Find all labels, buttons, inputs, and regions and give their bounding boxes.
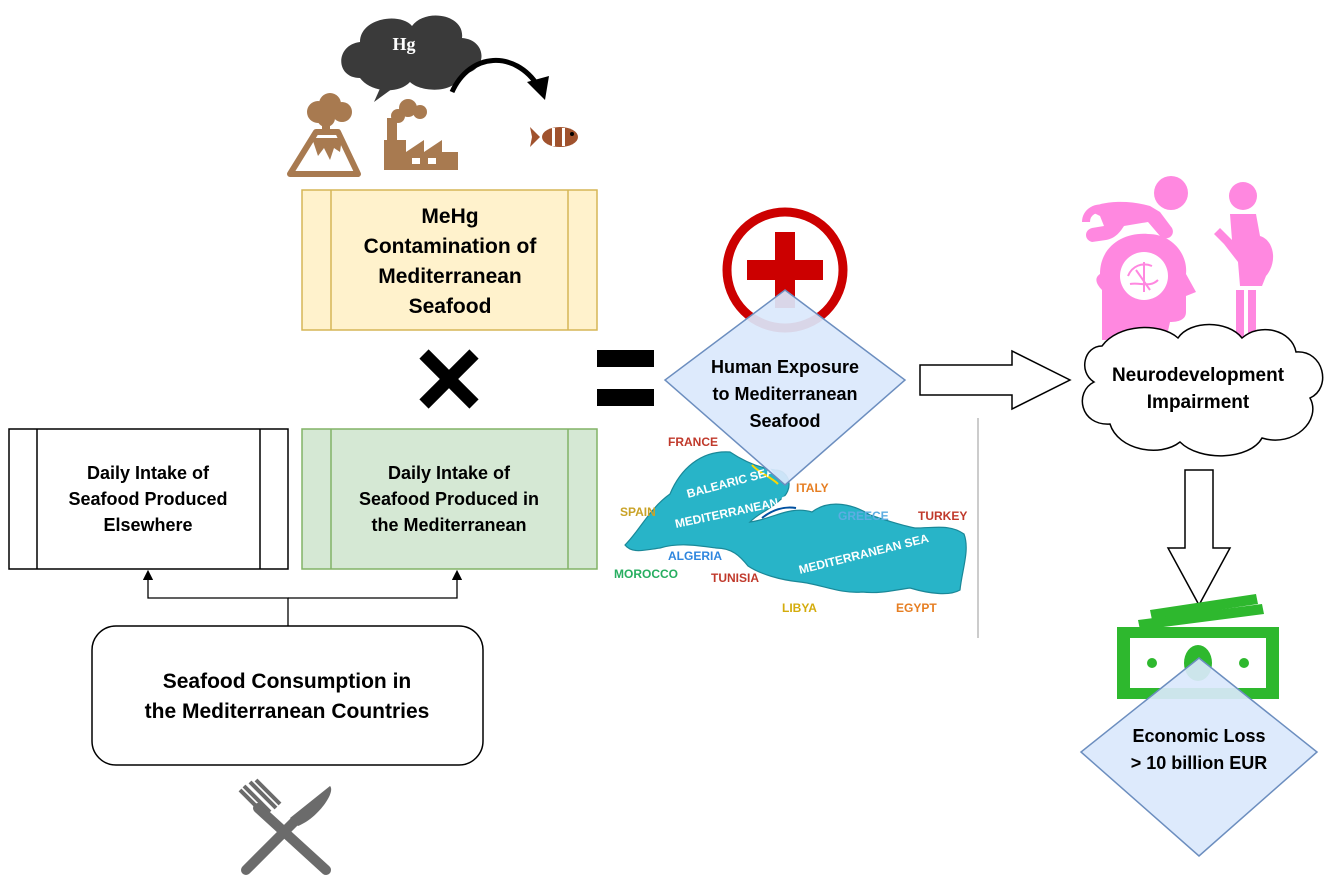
equals-icon	[597, 350, 654, 406]
daily-intake-elsewhere-box: Daily Intake of Seafood Produced Elsewhe…	[8, 428, 289, 570]
mehg-line-2: Contamination of	[364, 235, 538, 258]
multiply-icon	[419, 349, 479, 409]
mediterranean-map: BALEARIC SEA MEDITERRANEAN SEA MEDITERRA…	[614, 435, 967, 615]
country-spain: SPAIN	[620, 505, 656, 519]
neurodevelopment-cloud: Neurodevelopment Impairment	[1081, 323, 1324, 457]
med-line-2: Seafood Produced in	[359, 489, 539, 509]
mehg-line-3: Mediterranean	[378, 265, 522, 288]
neuro-line-2: Impairment	[1147, 392, 1250, 413]
country-libya: LIBYA	[782, 601, 817, 615]
consumption-line-1: Seafood Consumption in	[163, 670, 411, 693]
pregnant-woman-icon	[1214, 182, 1274, 338]
country-greece: GREECE	[838, 509, 889, 523]
med-line-1: Daily Intake of	[388, 463, 511, 483]
country-italy: ITALY	[796, 481, 829, 495]
elsewhere-line-1: Daily Intake of	[87, 463, 210, 483]
economic-line-1: Economic Loss	[1132, 726, 1265, 746]
med-line-3: the Mediterranean	[371, 515, 526, 535]
economic-loss-diamond: Economic Loss > 10 billion EUR	[1079, 657, 1319, 857]
neuro-to-economic-arrow	[1166, 469, 1232, 607]
daily-intake-mediterranean-box: Daily Intake of Seafood Produced in the …	[301, 428, 598, 570]
mehg-line-4: Seafood	[409, 295, 492, 318]
elsewhere-line-3: Elsewhere	[103, 515, 192, 535]
red-cross-icon	[722, 207, 848, 333]
crawling-baby-icon	[1082, 176, 1188, 242]
exposure-to-neuro-arrow	[919, 349, 1072, 411]
economic-line-2: > 10 billion EUR	[1131, 753, 1268, 773]
brain-head-icon	[1096, 233, 1196, 340]
fork-knife-icon	[238, 778, 332, 875]
country-egypt: EGYPT	[896, 601, 937, 615]
elsewhere-line-2: Seafood Produced	[68, 489, 227, 509]
factory-icon	[384, 99, 458, 170]
country-tunisia: TUNISIA	[711, 571, 759, 585]
curved-arrow-icon	[449, 58, 549, 100]
exposure-line-1: Human Exposure	[711, 357, 859, 377]
country-algeria: ALGERIA	[668, 549, 722, 563]
mehg-line-1: MeHg	[421, 205, 478, 228]
volcano-icon	[287, 93, 361, 177]
seafood-consumption-box: Seafood Consumption in the Mediterranean…	[91, 625, 484, 766]
hg-label: Hg	[392, 34, 415, 54]
neuro-line-1: Neurodevelopment	[1112, 365, 1285, 386]
hg-cloud: Hg	[341, 15, 482, 102]
country-france: FRANCE	[668, 435, 718, 449]
human-exposure-diamond: Human Exposure to Mediterranean Seafood	[663, 289, 907, 486]
mehg-contamination-box: MeHg Contamination of Mediterranean Seaf…	[301, 189, 598, 331]
country-morocco: MOROCCO	[614, 567, 678, 581]
consumption-connector	[142, 569, 463, 626]
fish-icon	[530, 127, 578, 147]
exposure-line-2: to Mediterranean	[712, 384, 857, 404]
consumption-line-2: the Mediterranean Countries	[145, 700, 430, 723]
country-turkey: TURKEY	[918, 509, 967, 523]
exposure-line-3: Seafood	[749, 411, 820, 431]
